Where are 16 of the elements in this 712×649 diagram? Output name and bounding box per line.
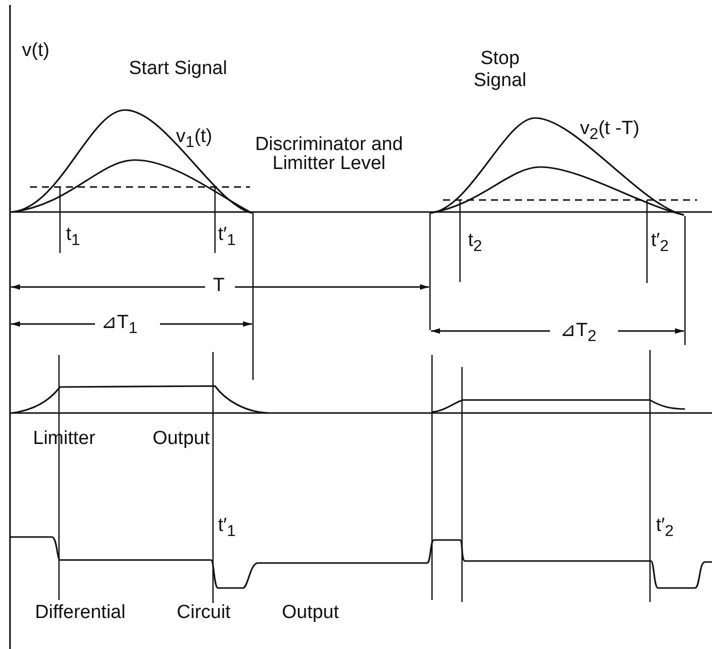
time-marker-label: t$_{1}$	[66, 224, 80, 251]
signal-label: v$_{1}$(t)	[176, 126, 212, 153]
signal-label: Start Signal	[128, 58, 228, 80]
level-label: Discriminator and Limitter Level	[254, 135, 404, 173]
time-marker-label: t$_{2}$	[468, 230, 482, 257]
dimension-label: ⊿T$_{1}$	[101, 312, 138, 339]
time-marker-label: t′$_{1}$	[218, 515, 236, 542]
axis-label: v(t)	[22, 40, 50, 62]
signal-label: v$_{2}$(t -T)	[580, 118, 640, 145]
time-marker-label: t′$_{2}$	[651, 230, 669, 257]
dimension-label: T	[213, 275, 225, 297]
trace-label: Differential Circuit Output	[35, 602, 339, 624]
signal-label: Stop Signal	[472, 48, 528, 92]
dimension-label: ⊿T$_{2}$	[560, 320, 596, 347]
time-marker-label: t′$_{2}$	[656, 515, 674, 542]
time-marker-label: t′$_{1}$	[218, 224, 236, 251]
